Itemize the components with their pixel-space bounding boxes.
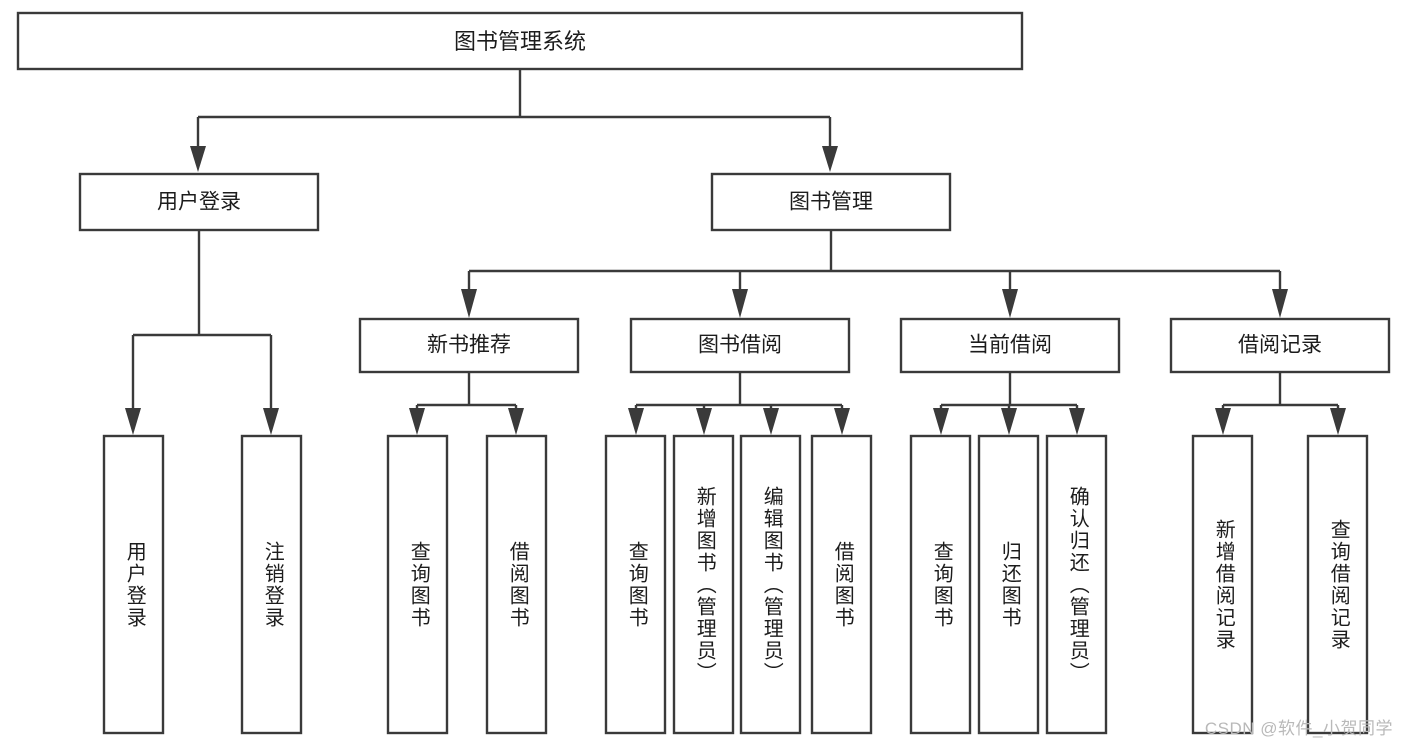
arrow-head-l2-2-icon xyxy=(1002,289,1018,318)
leaf-nbr-1-box[interactable] xyxy=(485,434,548,735)
arrow-head-bb-3-icon xyxy=(834,408,850,435)
arrow-head-cb-1-icon xyxy=(1001,408,1017,435)
node-current-borrow[interactable]: 当前借阅 xyxy=(899,317,1121,374)
arrow-head-l2-3-icon xyxy=(1272,289,1288,318)
arrow-head-bb-2-icon xyxy=(763,408,779,435)
node-root-label: 图书管理系统 xyxy=(454,29,586,54)
node-borrow-records[interactable]: 借阅记录 xyxy=(1169,317,1391,374)
arrow-head-l2-0-icon xyxy=(461,289,477,318)
node-user-login[interactable]: 用户登录 xyxy=(78,172,320,232)
leaf-bb-1-box[interactable] xyxy=(672,434,735,735)
arrow-head-cb-2-icon xyxy=(1069,408,1085,435)
leaf-cb-1-box[interactable] xyxy=(977,434,1040,735)
node-borrow-records-box xyxy=(1169,317,1391,374)
arrow-head-nbr-1-icon xyxy=(508,408,524,435)
node-borrow-records-label: 借阅记录 xyxy=(1238,334,1322,357)
node-book-borrow[interactable]: 图书借阅 xyxy=(629,317,851,374)
arrow-head-nbr-0-icon xyxy=(409,408,425,435)
leaf-user-login-0-box[interactable] xyxy=(102,434,165,735)
leaf-br-0-box[interactable] xyxy=(1191,434,1254,735)
node-book-borrow-label: 图书借阅 xyxy=(698,334,782,357)
arrow-head-bb-0-icon xyxy=(628,408,644,435)
node-book-management-box xyxy=(710,172,952,232)
leaf-bb-0-box[interactable] xyxy=(604,434,667,735)
node-current-borrow-label: 当前借阅 xyxy=(968,334,1052,357)
leaf-cb-2-box[interactable] xyxy=(1045,434,1108,735)
arrow-head-user-login-1-icon xyxy=(263,408,279,435)
leaf-cb-0-box[interactable] xyxy=(909,434,972,735)
arrow-head-l1-1-icon xyxy=(822,146,838,172)
node-book-management-label: 图书管理 xyxy=(789,191,873,214)
node-new-book-recommend[interactable]: 新书推荐 xyxy=(358,317,580,374)
node-new-book-recommend-label: 新书推荐 xyxy=(427,334,511,357)
watermark: CSDN @软件_小贺同学 xyxy=(1204,719,1393,738)
node-current-borrow-box xyxy=(899,317,1121,374)
node-root-box xyxy=(16,11,1024,71)
arrow-head-bb-1-icon xyxy=(696,408,712,435)
node-user-login-label: 用户登录 xyxy=(157,191,241,214)
node-new-book-recommend-box xyxy=(358,317,580,374)
leaf-bb-3-box[interactable] xyxy=(810,434,873,735)
arrow-head-cb-0-icon xyxy=(933,408,949,435)
node-book-management[interactable]: 图书管理 xyxy=(710,172,952,232)
arrow-head-l1-0-icon xyxy=(190,146,206,172)
arrow-head-br-0-icon xyxy=(1215,408,1231,435)
leaf-nbr-0-box[interactable] xyxy=(386,434,449,735)
arrow-head-user-login-0-icon xyxy=(125,408,141,435)
node-root[interactable]: 图书管理系统 xyxy=(16,11,1024,71)
leaf-user-login-1-box[interactable] xyxy=(240,434,303,735)
node-book-borrow-box xyxy=(629,317,851,374)
arrow-head-l2-1-icon xyxy=(732,289,748,318)
leaf-br-1-box[interactable] xyxy=(1306,434,1369,735)
leaf-bb-2-box[interactable] xyxy=(739,434,802,735)
arrow-head-br-1-icon xyxy=(1330,408,1346,435)
